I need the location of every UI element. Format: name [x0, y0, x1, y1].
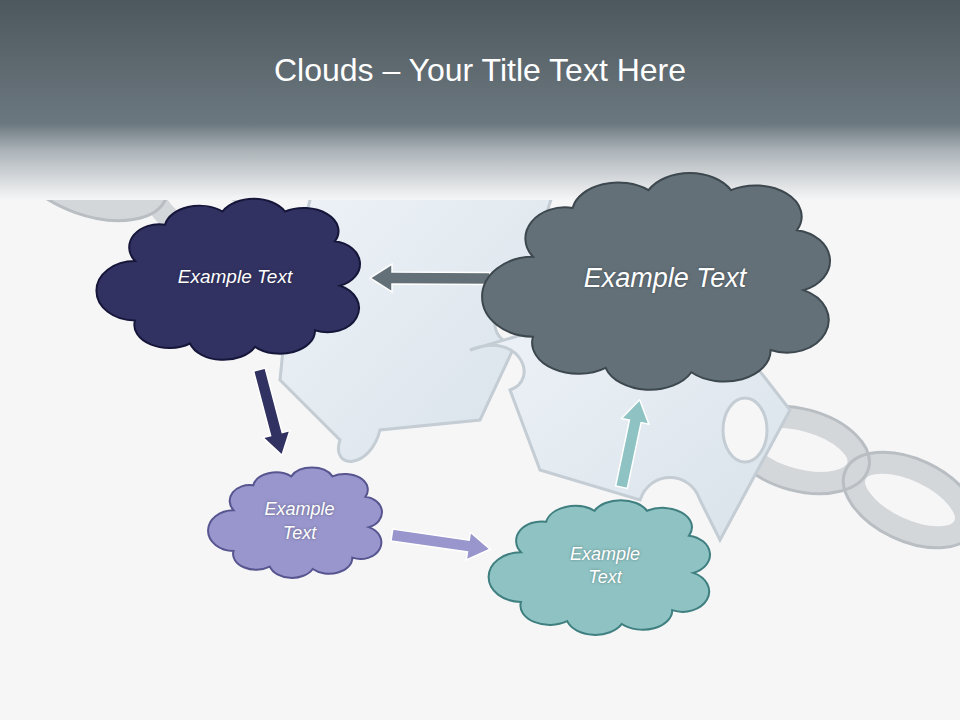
cloud-shape: Example Text — [110, 195, 360, 360]
cloud-text: Example Text — [178, 265, 292, 290]
slide-title: Clouds – Your Title Text Here — [0, 52, 960, 89]
block-arrow — [254, 368, 290, 455]
cloud-shape: Example Text — [500, 168, 830, 390]
cloud-shape: Example Text — [500, 497, 710, 635]
cloud-text: Example Text — [255, 498, 345, 545]
block-arrow — [391, 529, 490, 560]
block-arrow — [370, 264, 490, 292]
puzzle-hole — [723, 398, 767, 462]
cloud-outline — [500, 497, 710, 635]
cloud-text: Example Text — [584, 261, 747, 296]
cloud-shape: Example Text — [217, 465, 382, 578]
header-band — [0, 0, 960, 200]
cloud-text: Example Text — [560, 543, 650, 590]
cloud-outline — [217, 465, 382, 578]
block-arrow — [616, 400, 649, 489]
